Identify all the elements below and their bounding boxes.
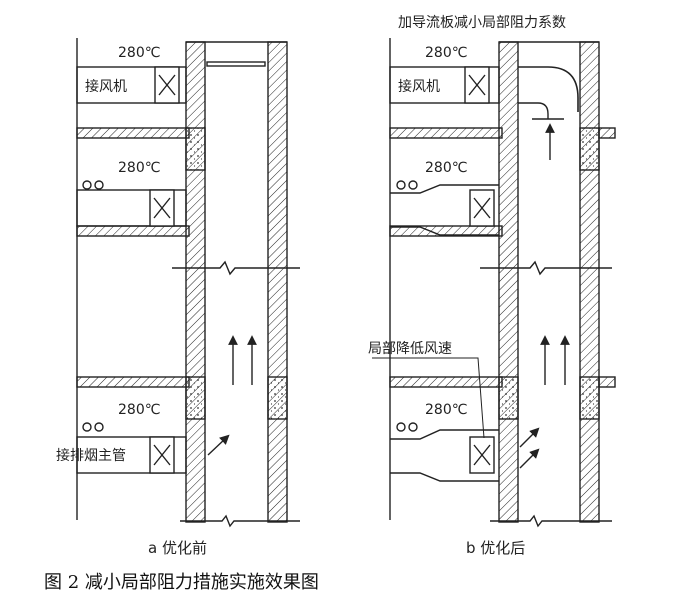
duct-mid-a (76, 189, 187, 227)
shaft-left-wall-b (498, 41, 519, 523)
annotation-mid-b: 局部降低风速 (368, 341, 452, 357)
floor-slab-a1 (76, 127, 190, 139)
flow-arrow-a3 (207, 434, 230, 456)
caption-b: b 优化后 (466, 539, 525, 557)
shaft-left-wall-a (185, 41, 206, 523)
temp-mid-b: 280℃ (425, 160, 467, 176)
duct-fan-a (76, 66, 187, 104)
beam-a2 (185, 376, 206, 420)
beam-b2 (498, 376, 519, 420)
beam-a3 (267, 376, 288, 420)
temp-bottom-a: 280℃ (118, 402, 160, 418)
fan-label-a: 接风机 (85, 78, 127, 95)
beam-b1 (579, 127, 600, 171)
flow-arrow-b3 (519, 427, 540, 448)
flow-arrow-b4 (519, 448, 540, 469)
beam-b3 (579, 376, 600, 420)
floor-slab-a2 (76, 225, 190, 237)
duct-smoke-a (76, 436, 187, 474)
smoke-label-a: 接排烟主管 (56, 447, 126, 464)
shaft-right-wall-a (267, 41, 288, 523)
floor-slab-a3 (76, 376, 190, 388)
floor-slab-b2 (389, 225, 503, 237)
floor-slab-b3 (389, 376, 503, 388)
beam-a1 (185, 127, 206, 171)
duct-mid-b (390, 184, 499, 236)
fan-label-b: 接风机 (398, 78, 440, 95)
break-line-a (172, 260, 300, 276)
temp-bottom-b: 280℃ (425, 402, 467, 418)
panel-a (76, 38, 300, 528)
leader-line (372, 357, 485, 439)
break-line-b (480, 260, 612, 276)
figure-caption: 图 2 减小局部阻力措施实施效果图 (44, 572, 319, 593)
temp-mid-a: 280℃ (118, 160, 160, 176)
shaft-right-wall-b (579, 41, 600, 523)
panel-b (372, 38, 616, 528)
annotation-top-b: 加导流板减小局部阻力系数 (398, 15, 566, 31)
caption-a: a 优化前 (148, 539, 207, 557)
temp-top-a: 280℃ (118, 45, 160, 61)
guide-vane (518, 66, 579, 112)
temp-top-b: 280℃ (425, 45, 467, 61)
duct-bottom-b (390, 429, 499, 482)
duct-fan-b (389, 66, 500, 104)
floor-slab-b1 (389, 127, 503, 139)
